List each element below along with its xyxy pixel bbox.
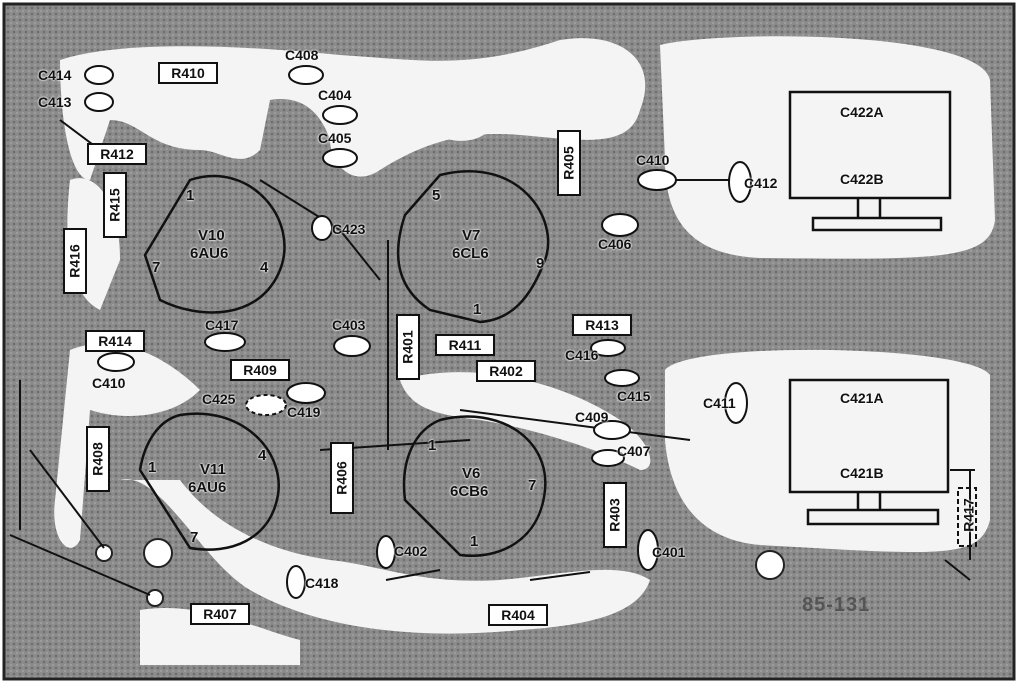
resistor-r411: R411 bbox=[435, 334, 495, 356]
tube-v7-type: 6CL6 bbox=[452, 245, 489, 262]
capacitor-c417-label: C417 bbox=[205, 317, 239, 333]
capacitor-c413-body bbox=[84, 92, 114, 112]
capacitor-c401-label: C401 bbox=[652, 544, 686, 560]
tube-v10-type: 6AU6 bbox=[190, 245, 229, 262]
capacitor-c425-label: C425 bbox=[202, 391, 236, 407]
capacitor-c403-label: C403 bbox=[332, 317, 366, 333]
capacitor-c406-body bbox=[601, 213, 639, 237]
capacitor-c406-label: C406 bbox=[598, 236, 632, 252]
capacitor-c407-body bbox=[591, 449, 625, 467]
tube-v11-type: 6AU6 bbox=[188, 479, 227, 496]
capacitor-c404-label: C404 bbox=[318, 87, 352, 103]
tube-v10-pin-1: 1 bbox=[186, 187, 195, 204]
capacitor-c405-label: C405 bbox=[318, 130, 352, 146]
tube-v6-pin-1-bottom: 1 bbox=[470, 533, 479, 550]
capacitor-c417-body bbox=[204, 332, 246, 352]
can-capacitor-c422 bbox=[788, 90, 952, 232]
tube-v11-name: V11 bbox=[200, 461, 226, 478]
tube-v6-pin-7: 7 bbox=[528, 477, 537, 494]
resistor-r412: R412 bbox=[87, 143, 147, 165]
capacitor-c411-body bbox=[724, 382, 748, 424]
tube-v7-pin-9: 9 bbox=[536, 255, 545, 272]
capacitor-c419-label: C419 bbox=[287, 404, 321, 420]
capacitor-c408-body bbox=[288, 65, 324, 85]
resistor-r402: R402 bbox=[476, 360, 536, 382]
resistor-r401: R401 bbox=[396, 314, 420, 380]
capacitor-c410-right-label: C410 bbox=[636, 152, 670, 168]
capacitor-c413-label: C413 bbox=[38, 94, 72, 110]
tube-v11-pin-1: 1 bbox=[148, 459, 157, 476]
capacitor-c423-label: C423 bbox=[332, 221, 366, 237]
resistor-r407: R407 bbox=[190, 603, 250, 625]
resistor-r416: R416 bbox=[63, 228, 87, 294]
capacitor-c419-body bbox=[286, 382, 326, 404]
capacitor-c425-body bbox=[245, 394, 287, 416]
capacitor-c415-body bbox=[604, 369, 640, 387]
tube-v7-name: V7 bbox=[462, 227, 481, 244]
tube-socket-v7 bbox=[396, 170, 550, 324]
capacitor-c403-body bbox=[333, 335, 371, 357]
capacitor-c415-label: C415 bbox=[617, 388, 651, 404]
resistor-r417-label: R417 bbox=[960, 498, 977, 532]
resistor-r403: R403 bbox=[603, 482, 627, 548]
capacitor-c401-body bbox=[637, 529, 659, 571]
capacitor-c423-body bbox=[311, 215, 333, 241]
resistor-r415: R415 bbox=[103, 172, 127, 238]
capacitor-c410-left-body bbox=[97, 352, 135, 372]
capacitor-c410-left-label: C410 bbox=[92, 375, 126, 391]
tube-socket-v11 bbox=[138, 412, 280, 551]
can-capacitor-c422b-label: C422B bbox=[840, 171, 884, 187]
resistor-r405: R405 bbox=[557, 130, 581, 196]
capacitor-c411-label: C411 bbox=[703, 395, 736, 411]
capacitor-c414-label: C414 bbox=[38, 67, 72, 83]
capacitor-c412-label: C412 bbox=[744, 175, 778, 191]
capacitor-c412-body bbox=[728, 161, 752, 203]
can-capacitor-c421a-label: C421A bbox=[840, 390, 884, 406]
tube-v11-pin-7: 7 bbox=[190, 529, 199, 546]
resistor-r410: R410 bbox=[158, 62, 218, 84]
capacitor-c416-body bbox=[590, 339, 626, 357]
tube-v7-pin-5: 5 bbox=[432, 187, 441, 204]
can-capacitor-c422a-label: C422A bbox=[840, 104, 884, 120]
resistor-r406: R406 bbox=[330, 442, 354, 514]
tube-socket-v10 bbox=[143, 174, 286, 314]
tube-socket-v6 bbox=[402, 415, 547, 557]
capacitor-c409-body bbox=[593, 420, 631, 440]
board-code: 85-131 bbox=[802, 594, 871, 616]
tube-v11-pin-4: 4 bbox=[258, 447, 267, 464]
resistor-r408: R408 bbox=[86, 426, 110, 492]
resistor-r417-body bbox=[957, 487, 977, 547]
capacitor-c409-label: C409 bbox=[575, 409, 609, 425]
tube-v7-pin-1: 1 bbox=[473, 301, 482, 318]
tube-v10-name: V10 bbox=[198, 227, 225, 244]
capacitor-c416-label: C416 bbox=[565, 347, 599, 363]
tube-v10-pin-7: 7 bbox=[152, 259, 161, 276]
resistor-r404: R404 bbox=[488, 604, 548, 626]
capacitor-c402-label: C402 bbox=[394, 543, 428, 559]
capacitor-c418-body bbox=[286, 565, 306, 599]
tube-v6-type: 6CB6 bbox=[450, 483, 489, 500]
resistor-r409: R409 bbox=[230, 359, 290, 381]
capacitor-c414-body bbox=[84, 65, 114, 85]
can-capacitor-c421 bbox=[788, 378, 950, 526]
tube-v6-pin-1-top: 1 bbox=[428, 437, 437, 454]
resistor-r414: R414 bbox=[85, 330, 145, 352]
capacitor-c405-body bbox=[322, 148, 358, 168]
can-capacitor-c421b-label: C421B bbox=[840, 465, 884, 481]
tube-v6-name: V6 bbox=[462, 465, 481, 482]
capacitor-c408-label: C408 bbox=[285, 47, 319, 63]
capacitor-c418-label: C418 bbox=[305, 575, 339, 591]
resistor-r413: R413 bbox=[572, 314, 632, 336]
tube-v10-pin-4: 4 bbox=[260, 259, 269, 276]
capacitor-c402-body bbox=[376, 535, 396, 569]
capacitor-c407-label: C407 bbox=[617, 443, 651, 459]
capacitor-c404-body bbox=[322, 105, 358, 125]
capacitor-c410-right-body bbox=[637, 169, 677, 191]
